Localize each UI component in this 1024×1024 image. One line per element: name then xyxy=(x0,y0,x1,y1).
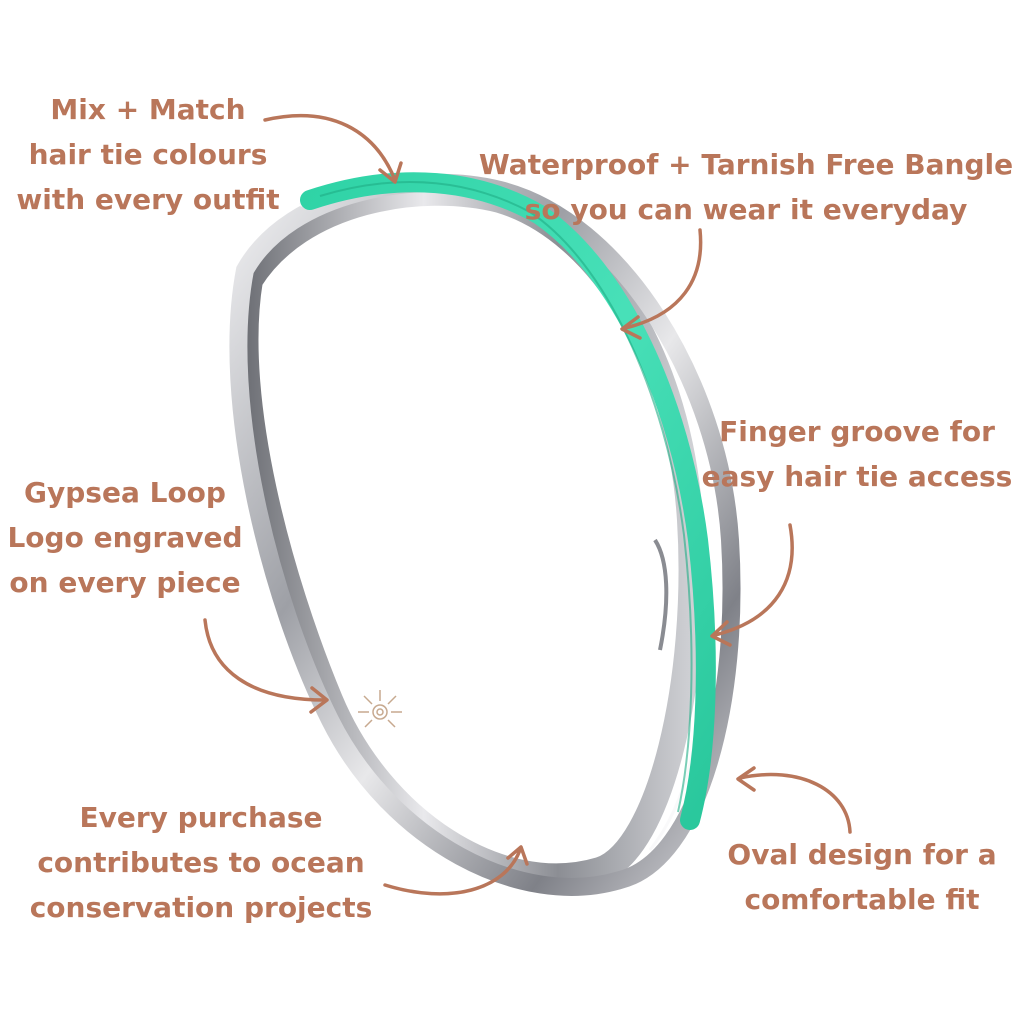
callout-text: Waterproof + Tarnish Free Bangle xyxy=(478,148,1014,181)
finger-groove xyxy=(653,538,669,651)
callout-text: Finger groove for xyxy=(719,415,995,448)
curved-arrow-icon xyxy=(203,618,329,714)
curved-arrow-icon xyxy=(383,845,529,896)
callout-text: Every purchase xyxy=(79,801,323,834)
callout-text: hair tie colours xyxy=(28,138,268,171)
curved-arrow-icon xyxy=(710,523,794,647)
callout-oval-design: Oval design for a comfortable fit xyxy=(700,832,1024,922)
curved-arrow-icon xyxy=(620,228,703,340)
callout-waterproof: Waterproof + Tarnish Free Bangle so you … xyxy=(468,142,1024,232)
callout-text: with every outfit xyxy=(16,183,280,216)
curved-arrow-icon xyxy=(736,766,852,834)
callout-finger-groove: Finger groove for easy hair tie access xyxy=(690,409,1024,499)
callout-ocean-conservation: Every purchase contributes to ocean cons… xyxy=(18,795,384,930)
callout-mix-match: Mix + Match hair tie colours with every … xyxy=(0,87,296,222)
callout-logo-engraved: Gypsea Loop Logo engraved on every piece xyxy=(0,470,250,605)
callout-text: Mix + Match xyxy=(50,93,246,126)
callout-text: Gypsea Loop xyxy=(24,476,226,509)
callout-text: comfortable fit xyxy=(744,883,980,916)
callout-text: contributes to ocean xyxy=(37,846,365,879)
callout-text: Logo engraved xyxy=(7,521,243,554)
callout-text: on every piece xyxy=(9,566,241,599)
curved-arrow-icon xyxy=(263,113,403,184)
sun-logo-icon xyxy=(358,690,402,728)
callout-text: easy hair tie access xyxy=(701,460,1013,493)
callout-text: conservation projects xyxy=(29,891,373,924)
hair-tie xyxy=(300,172,716,830)
callout-text: Oval design for a xyxy=(727,838,997,871)
callout-text: so you can wear it everyday xyxy=(524,193,968,226)
